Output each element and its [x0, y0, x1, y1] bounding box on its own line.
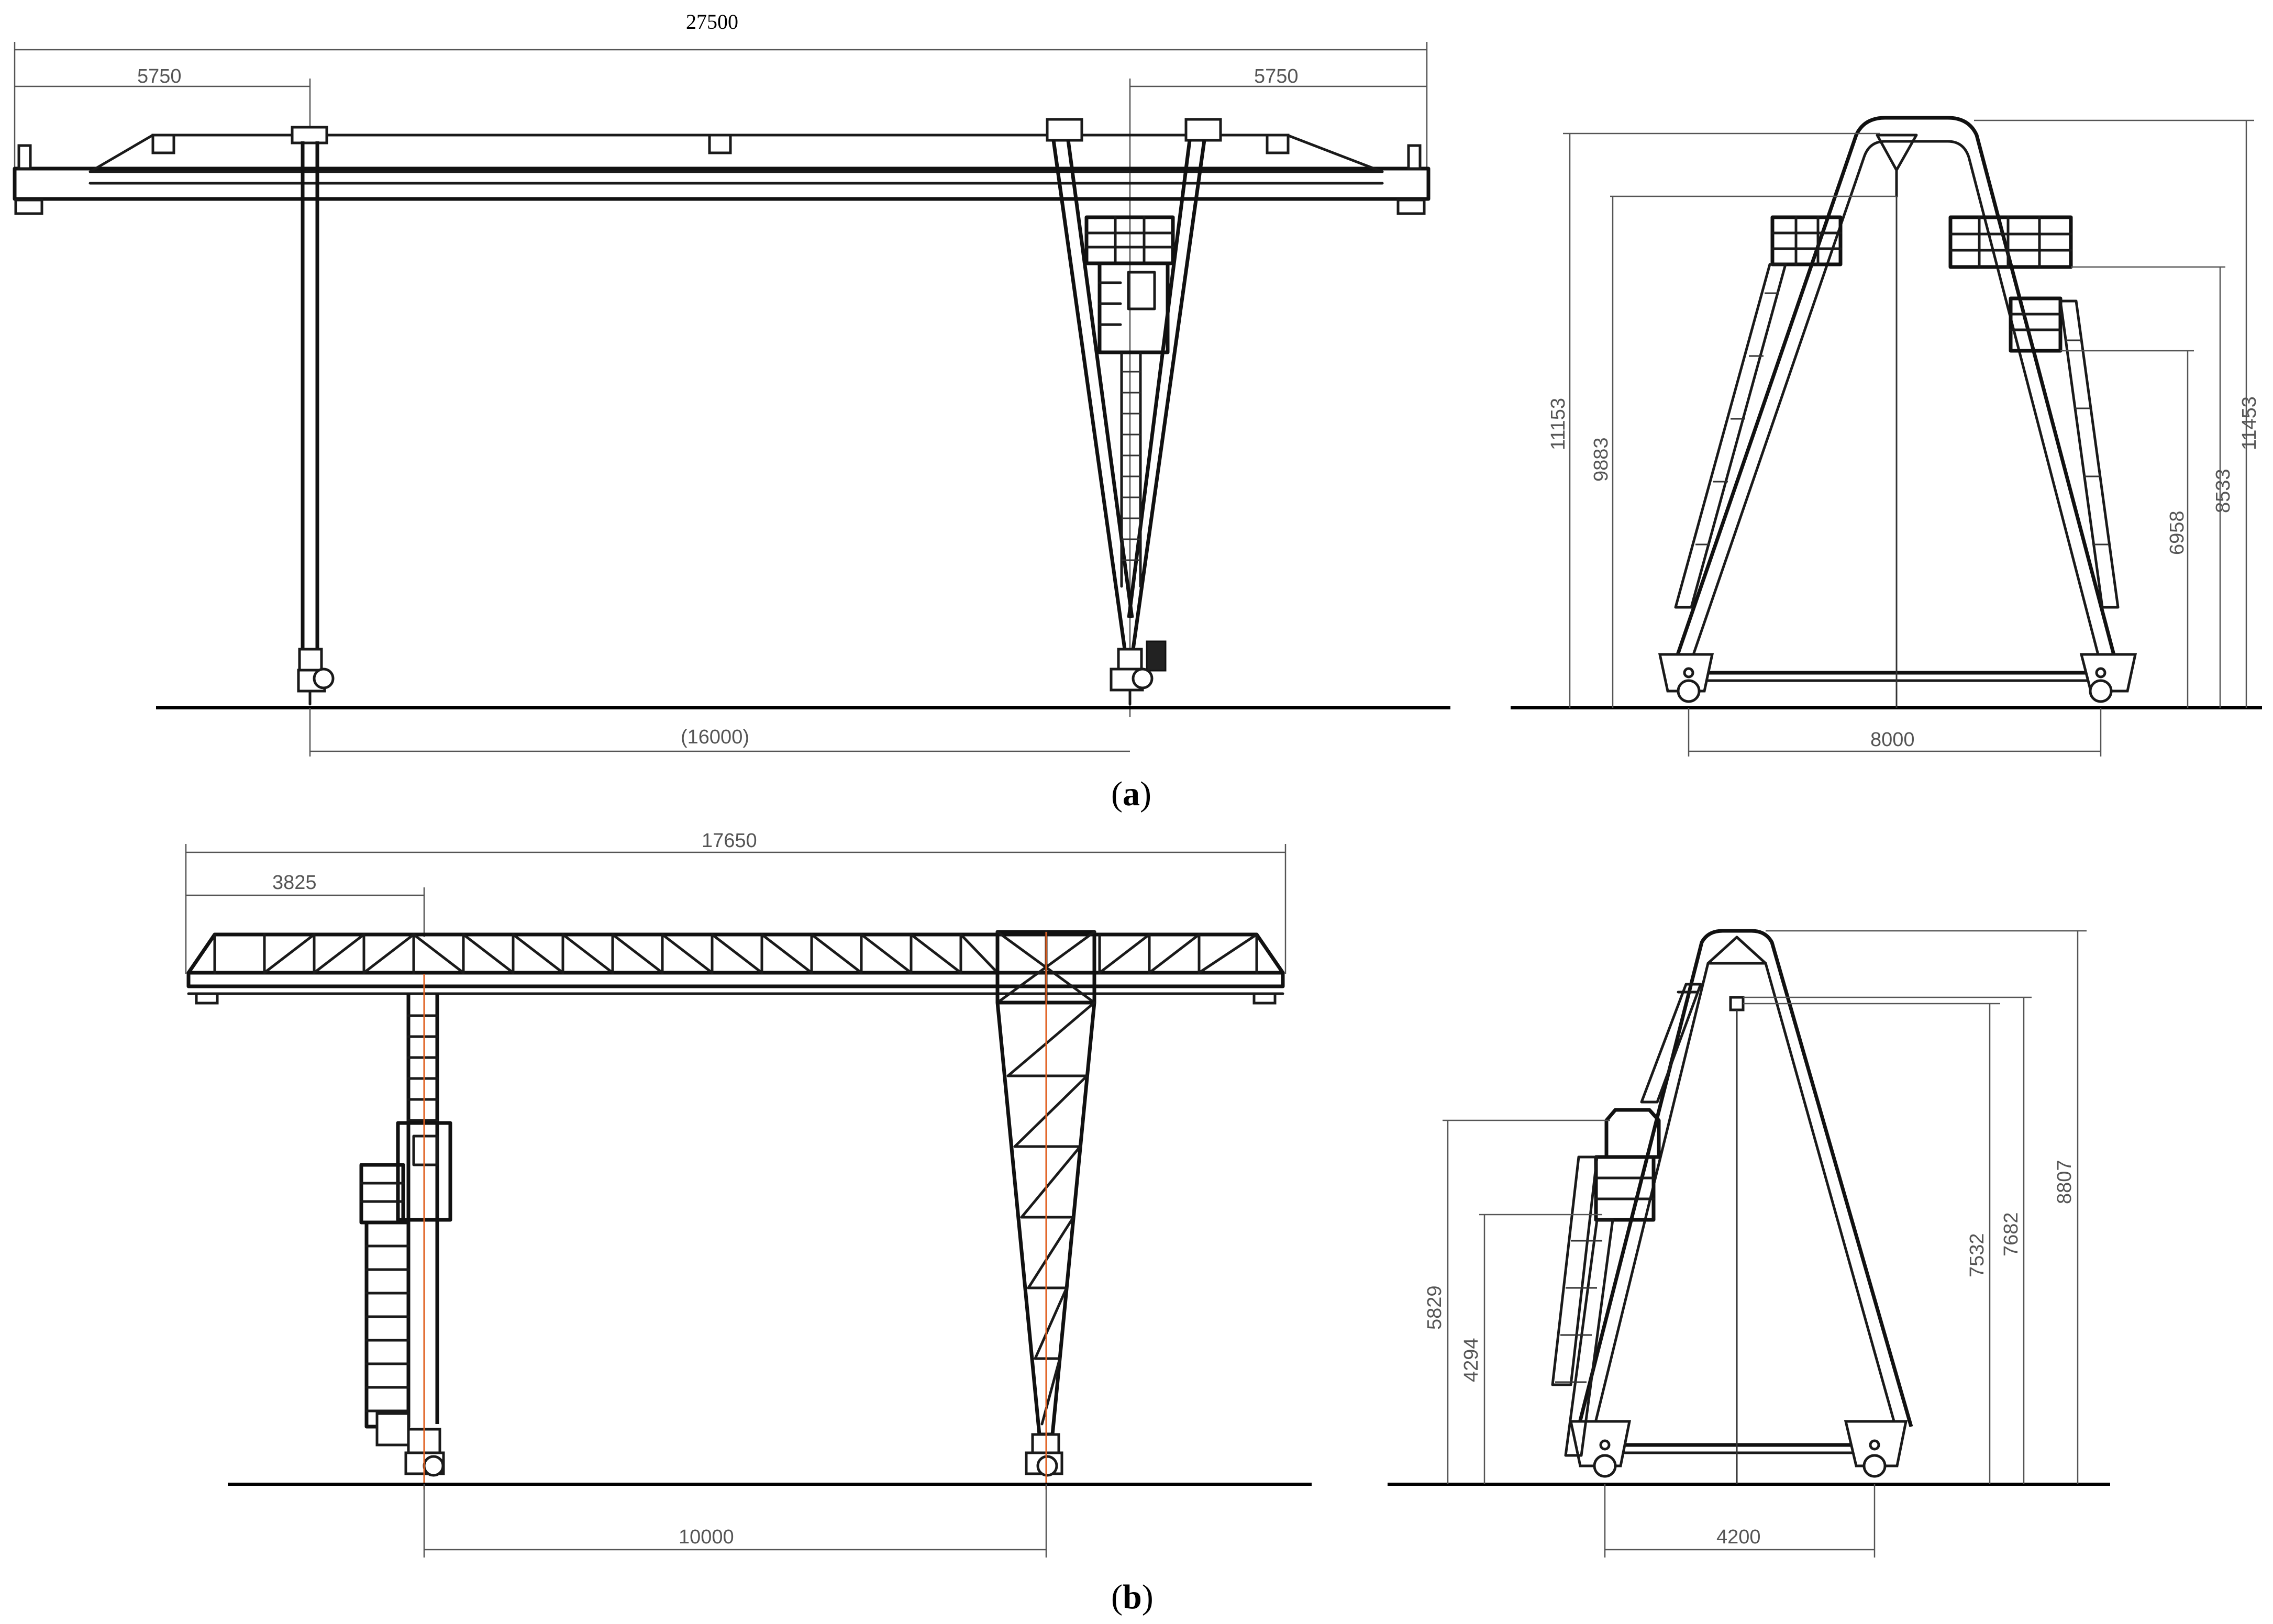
caption-b: (b)	[1111, 1578, 1154, 1616]
dim-b-leg-span: 10000	[679, 1526, 734, 1548]
dim-side-height-4: 8533	[2212, 469, 2234, 513]
dim-b-side-height-5: 8807	[2054, 1160, 2076, 1204]
dim-right-cantilever: 5750	[1254, 65, 1299, 87]
caption-a: (a)	[1111, 775, 1151, 813]
panel-b-front-view: 17650 3825	[185, 830, 1312, 1558]
dim-b-side-height-1: 5829	[1424, 1285, 1446, 1330]
dim-side-height-3: 11453	[2238, 396, 2260, 450]
truss-web	[263, 933, 1258, 974]
dim-left-cantilever: 5750	[137, 65, 182, 87]
dim-b-overall-span: 17650	[702, 830, 757, 852]
panel-a-front-view: 27500 5750 5750	[13, 10, 1450, 757]
dim-b-side-base-width: 4200	[1716, 1526, 1761, 1548]
panel-b-side-view: 4200 5829 4294 7532 7682 8807	[1388, 929, 2110, 1558]
dim-overall-span: 27500	[686, 10, 738, 34]
dim-b-side-height-4: 7682	[2000, 1212, 2022, 1256]
dim-b-left-cantilever: 3825	[272, 872, 317, 894]
panel-a-side-view: 8000 11153 9883 11453 8533 6958	[1511, 116, 2262, 757]
dim-side-base-width: 8000	[1870, 729, 1915, 751]
dim-b-side-height-3: 7532	[1966, 1233, 1988, 1277]
dim-side-height-5: 6958	[2166, 510, 2188, 555]
dim-b-side-height-2: 4294	[1460, 1338, 1482, 1382]
dim-side-height-2: 9883	[1590, 437, 1612, 482]
dim-side-height-1: 11153	[1547, 398, 1569, 450]
dim-leg-span: (16000)	[681, 726, 749, 748]
